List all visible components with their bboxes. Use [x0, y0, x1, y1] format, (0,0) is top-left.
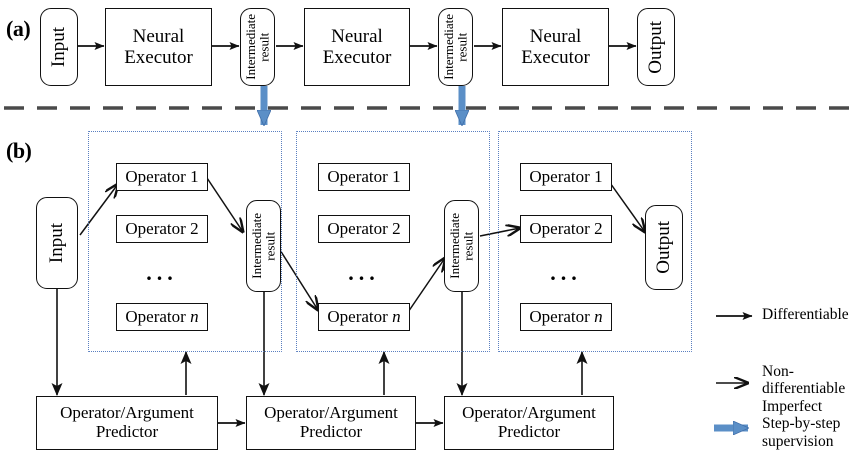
row-a-executor-3: Neural Executor: [502, 8, 609, 86]
legend-label-differentiable: Differentiable: [762, 306, 849, 323]
group-3-operator-1-label: Operator 1: [529, 167, 603, 186]
group-1-operator-n-index: n: [190, 307, 199, 326]
row-a-intermediate-2: Intermediate result: [438, 8, 473, 86]
group-3-operator-1: Operator 1: [520, 163, 612, 191]
row-a-intermediate-1-label: Intermediate result: [242, 14, 272, 80]
group-1-operator-n: Operator n: [116, 303, 208, 331]
group-2-ellipsis: ...: [348, 260, 380, 285]
predictor-1-label: Operator/Argument Predictor: [60, 403, 194, 441]
row-a-intermediate-2-label: Intermediate result: [440, 14, 470, 80]
group-3-operator-n-label: Operator: [529, 307, 595, 326]
supervision-arrows: [264, 86, 462, 125]
group-2-operator-n-label: Operator: [327, 307, 393, 326]
row-b-input-label: Input: [46, 222, 68, 264]
row-b-intermediate-2: Intermediate result: [444, 200, 479, 292]
operator-group-1: [88, 131, 282, 352]
group-2-operator-n-index: n: [392, 307, 401, 326]
group-3-operator-n-index: n: [594, 307, 603, 326]
panel-a-label: (a): [6, 16, 31, 41]
group-1-operator-1: Operator 1: [116, 163, 208, 191]
group-3-operator-n: Operator n: [520, 303, 612, 331]
operator-group-3: [498, 131, 692, 352]
group-3-ellipsis: ...: [550, 260, 582, 285]
row-a-input-label: Input: [48, 26, 70, 68]
row-a-input-box: Input: [40, 8, 78, 86]
row-a-executor-1-label: Neural Executor: [124, 25, 193, 68]
predictor-2-label: Operator/Argument Predictor: [264, 403, 398, 441]
group-3-operator-2-label: Operator 2: [529, 219, 603, 238]
group-1-operator-1-label: Operator 1: [125, 167, 199, 186]
row-b-output-box: Output: [645, 205, 683, 290]
group-3-operator-2: Operator 2: [520, 215, 612, 243]
row-b-intermediate-1: Intermediate result: [246, 200, 281, 292]
group-1-operator-n-label: Operator: [125, 307, 191, 326]
predictor-3-label: Operator/Argument Predictor: [462, 403, 596, 441]
row-b-input-box: Input: [36, 197, 78, 289]
group-2-operator-2-label: Operator 2: [327, 219, 401, 238]
predictor-3: Operator/Argument Predictor: [444, 396, 614, 450]
row-a-output-label: Output: [645, 20, 667, 74]
legend-label-non-differentiable: Non- differentiable: [762, 363, 846, 398]
operator-group-2: [296, 131, 490, 352]
row-b-arrows: [51, 174, 645, 427]
row-b-intermediate-2-label: Intermediate result: [446, 213, 476, 279]
row-a-output-box: Output: [637, 8, 675, 86]
group-2-operator-1-label: Operator 1: [327, 167, 401, 186]
row-a-executor-3-label: Neural Executor: [521, 25, 590, 68]
row-b-output-label: Output: [653, 221, 675, 274]
group-2-operator-2: Operator 2: [318, 215, 410, 243]
legend-arrows: [714, 312, 753, 428]
legend-label-imperfect-supervision: Imperfect Step-by-step supervision: [762, 398, 841, 450]
group-1-ellipsis: ...: [146, 260, 178, 285]
row-a-intermediate-1: Intermediate result: [240, 8, 275, 86]
row-a-executor-2-label: Neural Executor: [322, 25, 392, 68]
row-a-executor-2: Neural Executor: [304, 8, 410, 86]
group-2-operator-n: Operator n: [318, 303, 410, 331]
group-1-operator-2: Operator 2: [116, 215, 208, 243]
group-1-operator-2-label: Operator 2: [125, 219, 199, 238]
panel-b-label: (b): [6, 138, 32, 163]
predictor-1: Operator/Argument Predictor: [36, 396, 218, 450]
group-2-operator-1: Operator 1: [318, 163, 410, 191]
predictor-2: Operator/Argument Predictor: [246, 396, 416, 450]
row-b-intermediate-1-label: Intermediate result: [248, 213, 278, 279]
row-a-executor-1: Neural Executor: [105, 8, 212, 86]
